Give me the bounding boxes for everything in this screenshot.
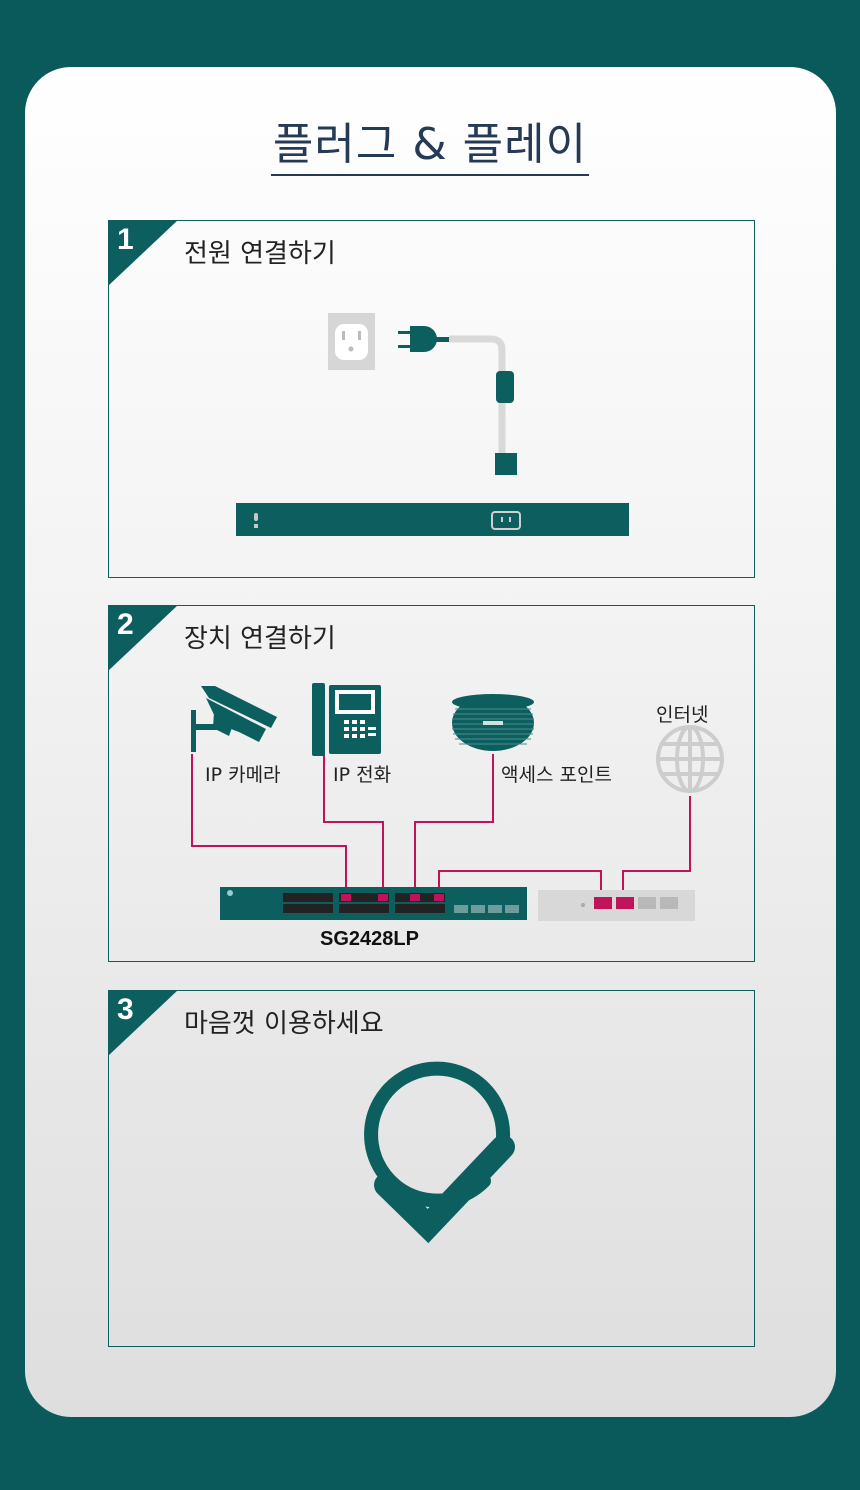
checkmark-icon	[364, 1061, 515, 1244]
network-diagram	[191, 683, 724, 921]
step-enjoy: 3 마음껏 이용하세요	[108, 990, 755, 1347]
access-point-icon	[452, 694, 534, 751]
ip-phone-icon	[312, 683, 381, 756]
page-title: 플러그 & 플레이	[0, 118, 860, 176]
power-outlet-icon	[328, 313, 375, 370]
switch-sg2428lp	[220, 887, 527, 920]
internet-label: 인터넷	[656, 704, 709, 726]
ip-phone-label: IP 전화	[333, 764, 392, 786]
step-power: 1 전원 연결하기	[108, 220, 755, 578]
ip-camera-icon	[191, 686, 277, 752]
power-illustration	[236, 313, 629, 536]
step-number: 1	[117, 223, 134, 256]
access-point-label: 액세스 포인트	[501, 764, 612, 786]
step-number: 3	[117, 993, 134, 1026]
router	[538, 890, 695, 921]
step-devices: 2 장치 연결하기	[108, 605, 755, 962]
step-number: 2	[117, 608, 134, 641]
globe-icon	[656, 725, 724, 793]
step-title: 마음껏 이용하세요	[184, 1009, 384, 1039]
ip-camera-label: IP 카메라	[205, 764, 281, 786]
switch-model-label: SG2428LP	[320, 928, 419, 950]
step-title: 장치 연결하기	[184, 624, 336, 654]
step-title: 전원 연결하기	[184, 239, 336, 269]
power-plug-icon	[398, 326, 449, 352]
